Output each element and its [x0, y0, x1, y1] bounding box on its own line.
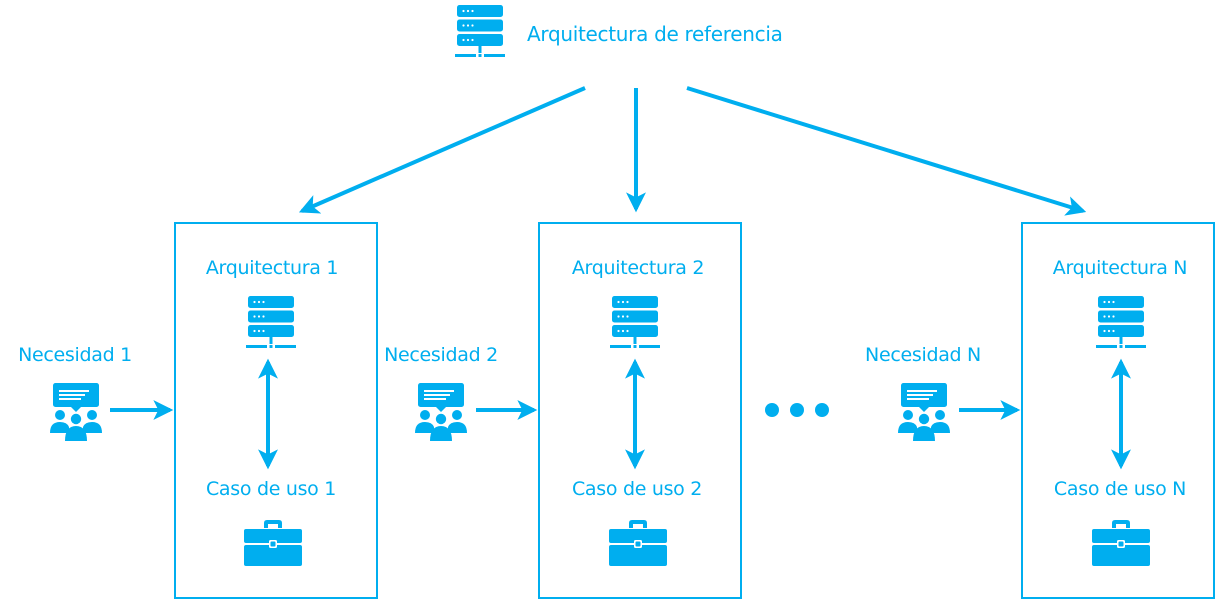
architecture-label: Arquitectura N [1052, 257, 1188, 279]
need-label: Necesidad N [865, 344, 981, 366]
ellipsis-icon [765, 403, 829, 417]
team-chat-icon [49, 383, 103, 441]
need-icon [897, 383, 951, 445]
architecture-box [174, 222, 378, 599]
use-case-label: Caso de uso N [1053, 478, 1187, 500]
architecture-icon [1096, 296, 1146, 354]
use-case-label: Caso de uso 2 [571, 478, 703, 500]
architecture-icon [610, 296, 660, 354]
architecture-label: Arquitectura 1 [205, 257, 339, 279]
briefcase-icon [244, 520, 302, 566]
use-case-label: Caso de uso 1 [205, 478, 337, 500]
reference-architecture-title: Arquitectura de referencia [527, 22, 783, 46]
architecture-box [1021, 222, 1215, 599]
need-label: Necesidad 1 [18, 344, 132, 366]
server-icon [1096, 296, 1146, 350]
arrow-ref-to-arch-1 [298, 86, 586, 214]
server-icon [246, 296, 296, 350]
use-case-icon [1092, 520, 1150, 570]
use-case-icon [609, 520, 667, 570]
architecture-label: Arquitectura 2 [571, 257, 705, 279]
team-chat-icon [897, 383, 951, 441]
briefcase-icon [609, 520, 667, 566]
need-icon [49, 383, 103, 445]
use-case-icon [244, 520, 302, 570]
server-icon [610, 296, 660, 350]
briefcase-icon [1092, 520, 1150, 566]
team-chat-icon [414, 383, 468, 441]
arrow-ref-to-arch-n [686, 86, 1087, 216]
architecture-box [538, 222, 742, 599]
need-label: Necesidad 2 [384, 344, 498, 366]
need-icon [414, 383, 468, 445]
architecture-icon [246, 296, 296, 354]
